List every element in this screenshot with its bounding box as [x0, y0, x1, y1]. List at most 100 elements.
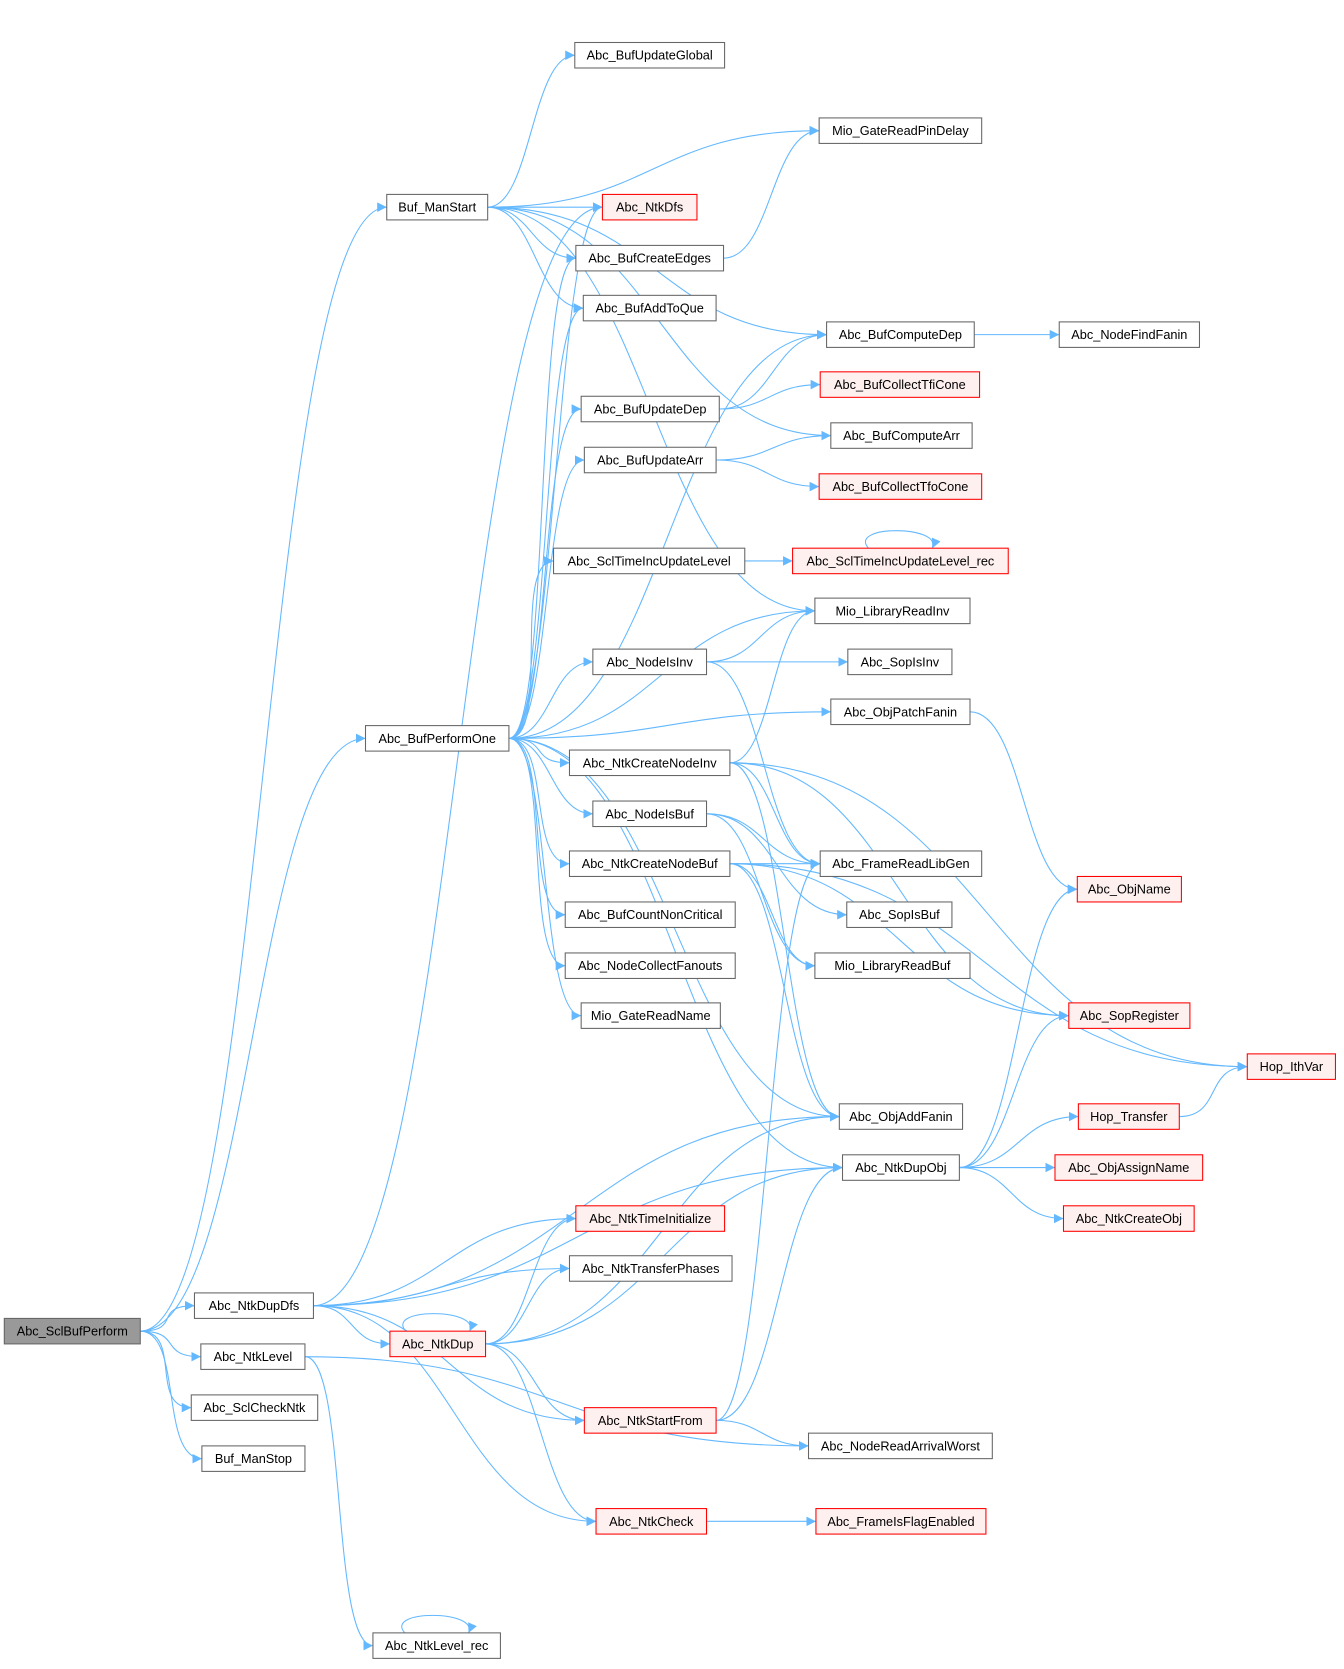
edge-buf-manstart-to-abc-bufaddtoque — [487, 206, 584, 313]
node-label: Mio_LibraryReadBuf — [834, 958, 951, 973]
node-box — [364, 725, 510, 752]
node-abc-ntkcreateobj[interactable]: Abc_NtkCreateObj — [1062, 1205, 1195, 1232]
node-abc-nodefindfanin[interactable]: Abc_NodeFindFanin — [1058, 321, 1201, 348]
node-box — [592, 800, 708, 828]
node-label: Abc_NtkCreateNodeBuf — [582, 856, 718, 871]
node-abc-bufcountnoncritical[interactable]: Abc_BufCountNonCritical — [564, 901, 736, 928]
node-mio-gatereadname[interactable]: Mio_GateReadName — [580, 1002, 721, 1029]
node-box — [568, 1255, 733, 1282]
edge-buf-manstart-to-mio-gatereadpindelay — [487, 125, 820, 208]
node-buf-manstop[interactable]: Buf_ManStop — [201, 1445, 306, 1472]
edge-abc-bufcreateedges-to-mio-gatereadpindelay — [723, 125, 820, 259]
node-box — [583, 1407, 717, 1434]
node-label: Abc_SopIsInv — [861, 654, 940, 669]
node-box — [386, 193, 489, 221]
node-abc-objassignname[interactable]: Abc_ObjAssignName — [1054, 1154, 1204, 1181]
node-abc-bufcreateedges[interactable]: Abc_BufCreateEdges — [575, 244, 725, 272]
node-abc-ntklevel-rec[interactable]: Abc_NtkLevel_rec — [372, 1632, 501, 1659]
node-abc-ntklevel[interactable]: Abc_NtkLevel — [200, 1343, 306, 1370]
node-abc-objpatchfanin[interactable]: Abc_ObjPatchFanin — [830, 698, 971, 726]
edge-abc-bufupdatedep-to-abc-bufcomputedep — [719, 329, 827, 410]
node-abc-bufaddtoque[interactable]: Abc_BufAddToQue — [582, 294, 717, 322]
node-box — [568, 850, 731, 877]
node-abc-nodecollectfanouts[interactable]: Abc_NodeCollectFanouts — [564, 952, 736, 979]
node-label: Mio_LibraryReadInv — [835, 603, 950, 618]
node-label: Abc_BufCreateEdges — [588, 251, 710, 266]
node-label: Abc_NodeIsBuf — [605, 806, 694, 821]
node-abc-objname[interactable]: Abc_ObjName — [1076, 875, 1182, 903]
node-abc-ntkdfs[interactable]: Abc_NtkDfs — [601, 193, 698, 221]
node-box — [592, 648, 708, 676]
node-mio-libraryreadinv[interactable]: Mio_LibraryReadInv — [814, 597, 971, 625]
node-box — [575, 244, 725, 272]
edge-abc-ntkdupdfs-to-abc-ntkdfs — [313, 202, 603, 1307]
node-label: Abc_BufUpdateDep — [594, 402, 707, 417]
node-box — [819, 371, 981, 398]
node-label: Abc_BufCountNonCritical — [578, 907, 722, 922]
edge-abc-bufperformone-to-abc-bufupdatedep — [508, 404, 582, 739]
node-abc-bufupdatearr[interactable]: Abc_BufUpdateArr — [583, 446, 717, 474]
node-abc-bufcollecttficone[interactable]: Abc_BufCollectTfiCone — [819, 371, 981, 398]
node-abc-nodereadarrivalworst[interactable]: Abc_NodeReadArrivalWorst — [807, 1432, 993, 1460]
node-label: Abc_SopIsBuf — [859, 907, 940, 922]
node-label: Abc_SclCheckNtk — [204, 1400, 307, 1415]
node-abc-framereadlibgen[interactable]: Abc_FrameReadLibGen — [819, 850, 983, 877]
node-abc-ntkcreatenodebuf[interactable]: Abc_NtkCreateNodeBuf — [568, 850, 731, 877]
node-abc-ntkdupdfs[interactable]: Abc_NtkDupDfs — [193, 1292, 314, 1319]
node-label: Hop_Transfer — [1090, 1109, 1168, 1124]
node-abc-sclcheckntk[interactable]: Abc_SclCheckNtk — [190, 1394, 319, 1421]
node-hop-transfer[interactable]: Hop_Transfer — [1077, 1103, 1180, 1130]
node-abc-ntkcreatenodeinv[interactable]: Abc_NtkCreateNodeInv — [568, 749, 731, 777]
edge-abc-ntkdup-to-abc-ntktransferphases — [485, 1263, 570, 1345]
node-abc-nodeisinv[interactable]: Abc_NodeIsInv — [592, 648, 708, 676]
node-hop-ithvar[interactable]: Hop_IthVar — [1246, 1053, 1336, 1080]
node-box — [3, 1317, 141, 1345]
node-abc-sopisinv[interactable]: Abc_SopIsInv — [847, 648, 953, 676]
node-mio-gatereadpindelay[interactable]: Mio_GateReadPinDelay — [818, 117, 983, 144]
edge-abc-bufupdatedep-to-abc-bufcollecttficone — [719, 379, 821, 410]
node-mio-libraryreadbuf[interactable]: Mio_LibraryReadBuf — [814, 952, 971, 979]
node-box — [814, 597, 971, 625]
node-abc-nodeisbuf[interactable]: Abc_NodeIsBuf — [592, 800, 708, 828]
node-label: Abc_SopRegister — [1080, 1008, 1180, 1023]
node-abc-bufupdateglobal[interactable]: Abc_BufUpdateGlobal — [574, 41, 726, 69]
node-abc-scltimeincupdatelevel-rec[interactable]: Abc_SclTimeIncUpdateLevel_rec — [792, 547, 1009, 575]
node-abc-bufcollecttfocone[interactable]: Abc_BufCollectTfoCone — [818, 473, 983, 500]
node-abc-sopisbuf[interactable]: Abc_SopIsBuf — [846, 901, 953, 928]
edge-abc-scltimeincupdatelevel-rec-to-abc-scltimeincupdatelevel-rec — [865, 530, 941, 549]
node-abc-ntkstartfrom[interactable]: Abc_NtkStartFrom — [583, 1407, 717, 1434]
node-abc-ntkdupobj[interactable]: Abc_NtkDupObj — [841, 1154, 960, 1181]
node-abc-bufupdatedep[interactable]: Abc_BufUpdateDep — [580, 395, 720, 423]
edge-abc-ntkdupobj-to-hop-transfer — [959, 1111, 1079, 1169]
node-abc-bufcomputearr[interactable]: Abc_BufComputeArr — [830, 422, 973, 449]
edge-abc-bufupdatearr-to-abc-bufcollecttfocone — [716, 459, 820, 492]
node-buf-manstart[interactable]: Buf_ManStart — [386, 193, 489, 221]
edge-abc-bufperformone-to-abc-bufcomputedep — [508, 329, 827, 739]
node-abc-scltimeincupdatelevel[interactable]: Abc_SclTimeIncUpdateLevel — [553, 547, 746, 575]
edge-abc-bufperformone-to-abc-bufcreateedges — [508, 253, 576, 739]
edge-abc-ntkcreatenodebuf-to-mio-libraryreadbuf — [729, 863, 815, 971]
node-abc-ntktransferphases[interactable]: Abc_NtkTransferPhases — [568, 1255, 733, 1282]
node-abc-frameisflagenabled[interactable]: Abc_FrameIsFlagEnabled — [815, 1508, 987, 1535]
node-abc-ntktimeinitialize[interactable]: Abc_NtkTimeInitialize — [575, 1205, 726, 1232]
node-abc-ntkdup[interactable]: Abc_NtkDup — [389, 1330, 487, 1358]
edge-abc-ntkcreatenodeinv-to-abc-objaddfanin — [729, 762, 840, 1122]
edge-abc-bufperformone-to-mio-gatereadname — [508, 737, 582, 1021]
node-abc-sopregister[interactable]: Abc_SopRegister — [1068, 1002, 1191, 1029]
node-abc-bufcomputedep[interactable]: Abc_BufComputeDep — [826, 321, 975, 348]
edge-abc-nodeisinv-to-mio-libraryreadinv — [706, 606, 815, 663]
node-label: Abc_NtkCreateNodeInv — [583, 755, 717, 770]
edge-abc-bufupdatearr-to-abc-bufcomputearr — [716, 430, 831, 461]
node-box — [818, 473, 983, 500]
edge-abc-ntkstartfrom-to-abc-framereadlibgen — [716, 859, 821, 1421]
node-abc-objaddfanin[interactable]: Abc_ObjAddFanin — [838, 1103, 964, 1130]
node-label: Abc_BufCollectTfiCone — [834, 377, 966, 392]
node-abc-bufperformone[interactable]: Abc_BufPerformOne — [364, 725, 510, 752]
node-abc-ntkcheck[interactable]: Abc_NtkCheck — [595, 1508, 708, 1535]
node-label: Abc_ObjName — [1088, 882, 1171, 897]
node-label: Abc_BufUpdateGlobal — [587, 48, 713, 63]
edge-hop-transfer-to-hop-ithvar — [1179, 1061, 1248, 1118]
node-label: Abc_ObjAssignName — [1068, 1160, 1189, 1175]
node-abc-sclbufperform[interactable]: Abc_SclBufPerform — [3, 1317, 141, 1345]
node-box — [1076, 875, 1182, 903]
